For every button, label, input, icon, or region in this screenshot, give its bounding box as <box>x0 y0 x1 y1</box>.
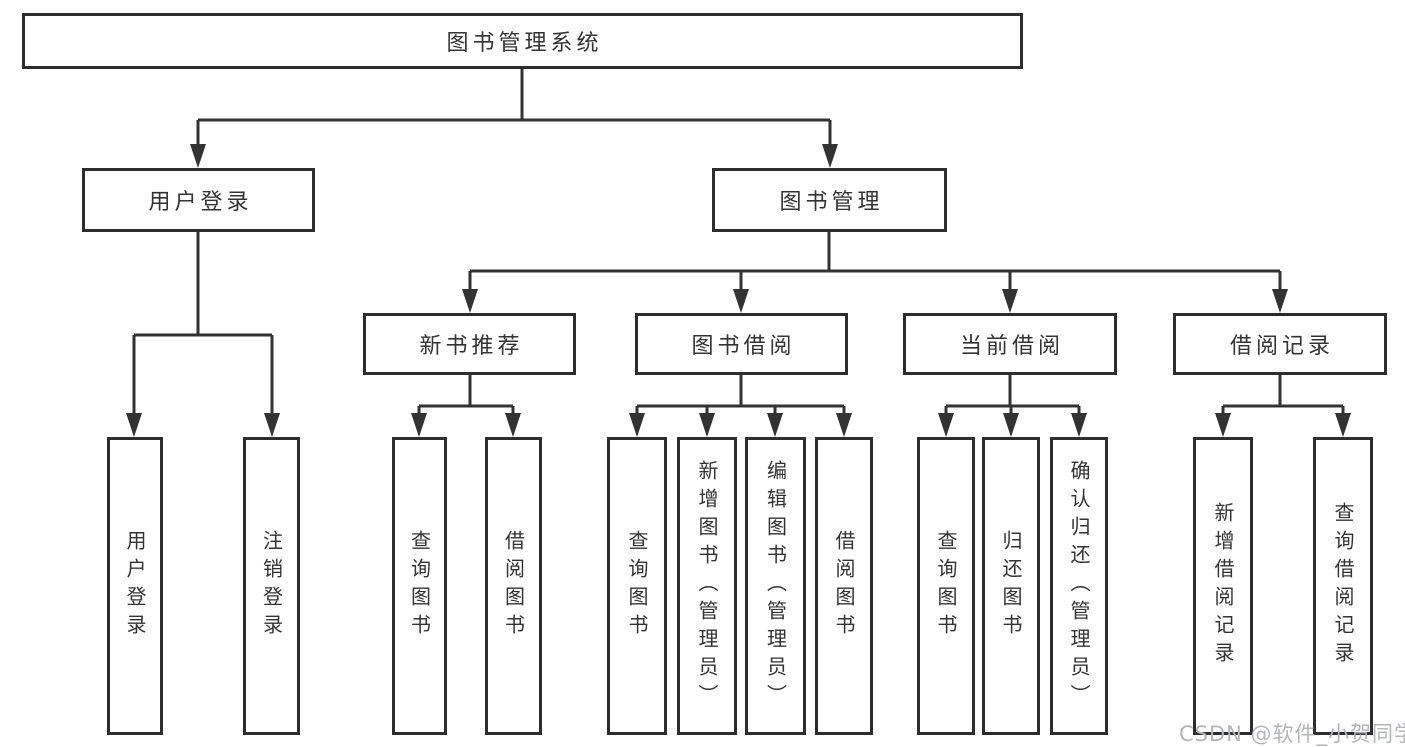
node-book-management: 图书管理 <box>712 168 947 232</box>
leaf-return-books: 归还图书 <box>982 437 1040 735</box>
leaf-current-query-books: 查询图书 <box>917 437 975 735</box>
node-borrowing-records: 借阅记录 <box>1173 313 1387 375</box>
watermark: CSDN @软件_小贺同学 <box>1179 722 1405 746</box>
arrowhead-down-icon <box>411 413 427 437</box>
leaf-label: 查询图书 <box>934 530 958 642</box>
node-label: 图书管理系统 <box>446 31 603 56</box>
arrowhead-down-icon <box>836 413 852 437</box>
leaf-label: 查询图书 <box>625 530 649 642</box>
leaf-label: 新增图书（管理员） <box>695 460 719 712</box>
node-label: 当前借阅 <box>959 334 1064 359</box>
arrowhead-down-icon <box>190 144 206 168</box>
leaf-add-borrow-record: 新增借阅记录 <box>1193 437 1253 735</box>
arrowhead-down-icon <box>938 413 954 437</box>
arrowhead-down-icon <box>822 144 838 168</box>
node-library-management-system: 图书管理系统 <box>22 13 1023 69</box>
node-new-book-recommendation: 新书推荐 <box>363 313 576 375</box>
leaf-recommend-borrow-books: 借阅图书 <box>485 437 542 735</box>
arrowhead-down-icon <box>699 413 715 437</box>
leaf-label: 借阅图书 <box>501 530 526 642</box>
leaf-label: 归还图书 <box>999 530 1023 642</box>
node-label: 用户登录 <box>148 190 253 215</box>
leaf-label: 用户登录 <box>123 530 147 642</box>
node-label: 图书管理 <box>779 190 884 215</box>
leaf-recommend-query-books: 查询图书 <box>392 437 447 735</box>
node-current-borrowing: 当前借阅 <box>903 313 1117 375</box>
arrowhead-down-icon <box>767 413 783 437</box>
leaf-logout: 注销登录 <box>243 437 300 735</box>
node-label: 新书推荐 <box>419 334 524 359</box>
node-label: 借阅记录 <box>1229 334 1334 359</box>
arrowhead-down-icon <box>126 413 142 437</box>
leaf-user-login: 用户登录 <box>107 437 163 735</box>
arrowhead-down-icon <box>733 289 749 313</box>
leaf-label: 新增借阅记录 <box>1211 502 1235 670</box>
arrowhead-down-icon <box>1335 413 1351 437</box>
leaf-query-borrow-record: 查询借阅记录 <box>1313 437 1373 735</box>
arrowhead-down-icon <box>264 413 280 437</box>
arrowhead-down-icon <box>1002 289 1018 313</box>
node-user-login: 用户登录 <box>82 168 315 232</box>
leaf-label: 确认归还（管理员） <box>1067 460 1091 712</box>
node-label: 图书借阅 <box>691 334 796 359</box>
arrowhead-down-icon <box>1272 289 1288 313</box>
arrowhead-down-icon <box>1003 413 1019 437</box>
arrowhead-down-icon <box>629 413 645 437</box>
leaf-add-books-admin: 新增图书（管理员） <box>677 437 737 735</box>
leaf-label: 查询借阅记录 <box>1331 502 1355 670</box>
leaf-confirm-return-admin: 确认归还（管理员） <box>1050 437 1108 735</box>
leaf-label: 借阅图书 <box>832 530 856 642</box>
leaf-borrowing-query-books: 查询图书 <box>607 437 667 735</box>
arrowhead-down-icon <box>1071 413 1087 437</box>
leaf-borrowing-borrow-books: 借阅图书 <box>815 437 873 735</box>
leaf-edit-books-admin: 编辑图书（管理员） <box>745 437 806 735</box>
node-book-borrowing: 图书借阅 <box>635 313 848 375</box>
leaf-label: 编辑图书（管理员） <box>763 460 788 712</box>
arrowhead-down-icon <box>462 289 478 313</box>
arrowhead-down-icon <box>505 413 521 437</box>
leaf-label: 注销登录 <box>259 530 284 642</box>
arrowhead-down-icon <box>1215 413 1231 437</box>
leaf-label: 查询图书 <box>407 530 432 642</box>
